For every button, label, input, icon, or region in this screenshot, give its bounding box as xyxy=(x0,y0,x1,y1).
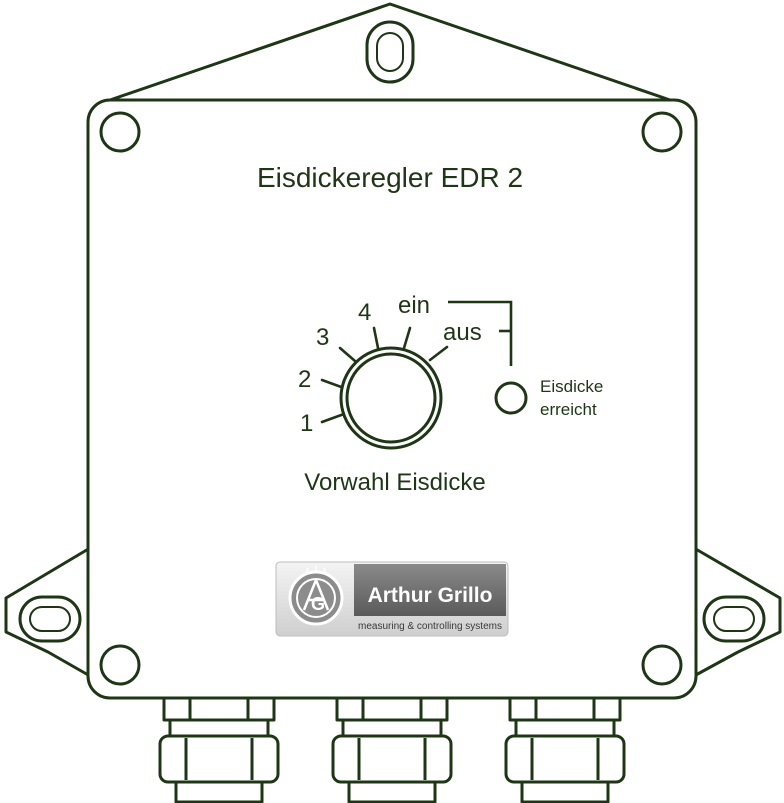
indicator-lamp xyxy=(494,381,528,415)
top-slot-hole xyxy=(365,20,415,84)
switch-connector-lines xyxy=(448,300,513,366)
screw-bottom-left xyxy=(99,644,141,686)
cable-gland-left xyxy=(158,696,280,803)
dial-label-2: 2 xyxy=(298,366,311,393)
screw-bottom-right xyxy=(641,644,683,686)
brand-logo-icon: G xyxy=(288,566,344,626)
brand-badge: G Arthur Grillo measuring & controlling … xyxy=(275,561,509,637)
right-mounting-tab xyxy=(692,546,782,678)
indicator-label-line1: Eisdicke xyxy=(540,377,603,396)
cable-gland-right xyxy=(504,696,626,803)
left-slot-hole xyxy=(18,595,82,643)
device-title: Eisdickeregler EDR 2 xyxy=(257,162,523,193)
dial-scale-ticks xyxy=(320,326,449,424)
dial-caption: Vorwahl Eisdicke xyxy=(304,469,485,496)
cable-gland-center xyxy=(331,696,453,803)
indicator-label-line2: erreicht xyxy=(540,400,597,419)
dial-label-aus: aus xyxy=(443,319,482,346)
brand-tagline: measuring & controlling systems xyxy=(358,621,502,632)
screw-top-left xyxy=(99,111,141,153)
svg-text:G: G xyxy=(311,594,325,614)
top-mounting-tab xyxy=(108,2,672,102)
dial-label-ein: ein xyxy=(398,292,430,319)
dial-label-4: 4 xyxy=(358,299,371,326)
screw-top-right xyxy=(641,111,683,153)
preset-knob[interactable] xyxy=(339,346,443,450)
dial-label-3: 3 xyxy=(316,324,329,351)
right-slot-hole xyxy=(702,595,766,643)
brand-name: Arthur Grillo xyxy=(368,584,493,607)
dial-label-1: 1 xyxy=(300,410,313,437)
